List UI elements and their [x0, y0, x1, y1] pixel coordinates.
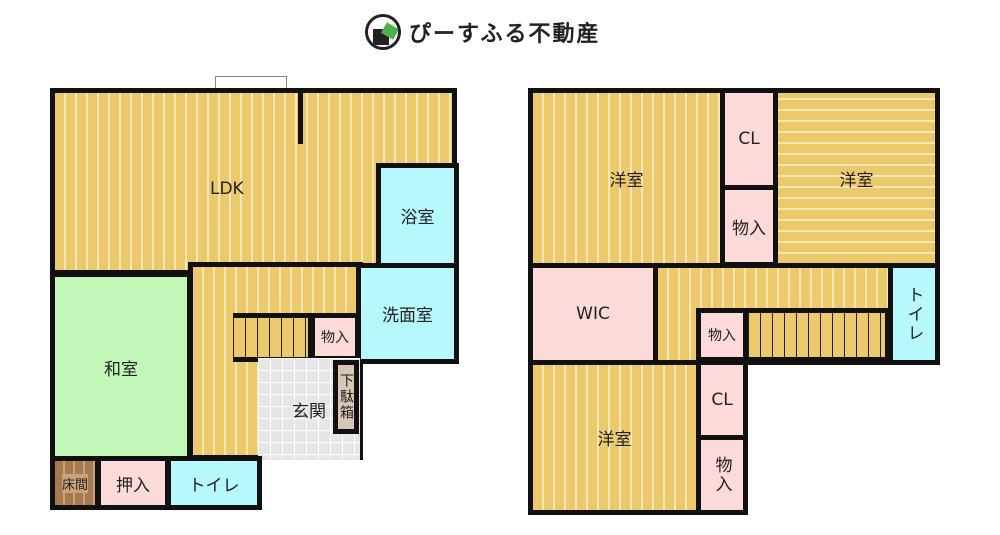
room-label: 洋室	[609, 170, 644, 191]
room-label: 押入	[116, 475, 150, 496]
room-label: 物入	[321, 330, 349, 346]
room-label: 物入	[732, 218, 766, 239]
room-label: CL	[711, 390, 733, 410]
room-label: 物入	[711, 456, 732, 494]
room-label: 洋室	[839, 170, 874, 191]
wall	[298, 92, 303, 144]
room-storage-1f: 物入	[310, 313, 360, 361]
room-label: CL	[738, 129, 760, 149]
room-bath: 浴室	[376, 163, 459, 268]
room-storage-2f-3: 物入	[696, 435, 748, 515]
room-closet-2: CL	[696, 360, 748, 440]
room-western-3: 洋室	[528, 360, 701, 515]
room-oshiire: 押入	[96, 456, 170, 510]
room-toilet-1f: トイレ	[166, 456, 262, 510]
room-washroom: 洗面室	[356, 263, 459, 364]
room-label: 床間	[61, 473, 88, 493]
room-storage-2f-2: 物入	[696, 308, 748, 362]
logo: ぴーすふる不動産	[365, 14, 601, 50]
room-label: トイレ	[903, 285, 924, 343]
room-label: WIC	[576, 304, 610, 324]
room-label: 玄関	[292, 401, 326, 422]
room-label: 洗面室	[382, 306, 433, 326]
room-storage-2f-1: 物入	[720, 185, 778, 267]
room-label: 物入	[708, 328, 736, 344]
stairs-2f	[743, 308, 890, 362]
room-wic: WIC	[528, 263, 658, 365]
house-tag-icon	[365, 14, 401, 50]
room-japanese: 和室	[50, 272, 192, 462]
room-western-1: 洋室	[528, 88, 725, 268]
room-label: 洋室	[597, 430, 632, 450]
room-label: 下駄箱	[338, 373, 354, 421]
room-label: LDK	[210, 179, 244, 199]
room-label: 和室	[104, 359, 138, 380]
room-closet-1: CL	[720, 88, 778, 190]
room-tokonoma: 床間	[50, 456, 100, 510]
room-label: 浴室	[400, 208, 435, 228]
company-name: ぴーすふる不動産	[409, 22, 601, 47]
stairs-1f	[233, 313, 313, 362]
shoe-box: 下駄箱	[333, 360, 359, 434]
room-label: トイレ	[188, 475, 240, 496]
room-western-2: 洋室	[773, 88, 940, 268]
room-toilet-2f: トイレ	[888, 263, 940, 365]
